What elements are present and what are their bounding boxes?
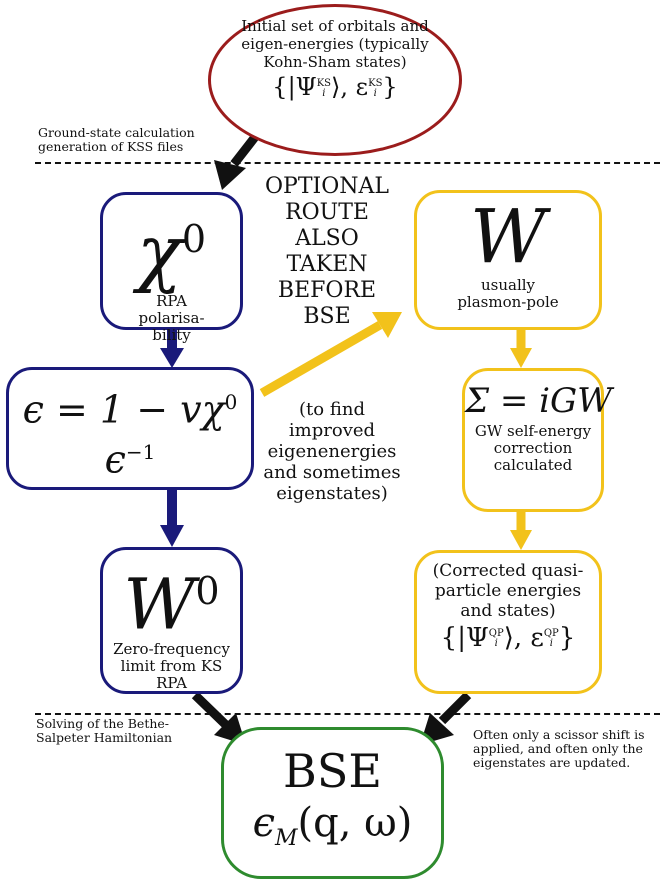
chi0-label: RPA polarisa-bility: [138, 291, 205, 344]
qp-text: (Corrected quasi-particle energies and s…: [432, 561, 584, 621]
arrow-chi-to-eps: [160, 330, 184, 368]
epsilon-node: ϵ = 1 − vχ0 ϵ−1: [6, 367, 254, 490]
arrow-optional-route: [259, 312, 402, 397]
sigma-formula: Σ = iGW: [465, 381, 613, 421]
ground-state-note: Ground-state calculation generation of K…: [38, 125, 195, 154]
bse-title: BSE: [283, 744, 382, 798]
arrow-eps-to-w0: [160, 490, 184, 547]
sigma-node: Σ = iGW GW self-energy correction calcul…: [462, 368, 613, 512]
w0-node: W0 Zero-frequency limit from KS RPA: [100, 547, 243, 694]
scissor-note: Often only a scissor shift is applied, a…: [473, 727, 645, 770]
arrow-top-to-chi: [214, 134, 259, 190]
divider-ground-state: [35, 162, 660, 164]
bethe-salpeter-note: Solving of the Bethe-Salpeter Hamiltonia…: [36, 716, 173, 745]
w0-label: Zero-frequency limit from KS RPA: [113, 640, 230, 693]
chi0-node: χ0 RPA polarisa-bility: [100, 192, 243, 343]
optional-route-text: OPTIONAL ROUTE ALSO TAKEN BEFORE BSE: [265, 174, 389, 329]
improved-eigen-text: (to find improved eigenenergies and some…: [263, 399, 401, 504]
bse-node: BSE ϵM(q, ω): [221, 727, 444, 879]
initial-orbitals-text: Initial set of orbitals and eigen-energi…: [241, 17, 429, 71]
arrow-sigma-to-qp: [510, 512, 532, 550]
initial-orbitals-node: Initial set of orbitals and eigen-energi…: [208, 4, 462, 156]
divider-bse: [35, 713, 660, 715]
chi0-symbol: χ0: [136, 209, 207, 296]
epsilon-inverse: ϵ−1: [104, 437, 156, 482]
sigma-label: GW self-energy correction calculated: [474, 422, 592, 474]
arrow-w-to-sigma: [510, 330, 532, 368]
w-node: W usually plasmon-pole: [414, 190, 602, 330]
w0-symbol: W0: [123, 563, 220, 646]
epsilon-formula: ϵ = 1 − vχ0: [22, 387, 238, 432]
qp-node: (Corrected quasi-particle energies and s…: [414, 550, 602, 694]
w-symbol: W: [469, 194, 547, 280]
w-label: usually plasmon-pole: [457, 276, 559, 311]
bse-formula: ϵM(q, ω): [252, 800, 413, 851]
